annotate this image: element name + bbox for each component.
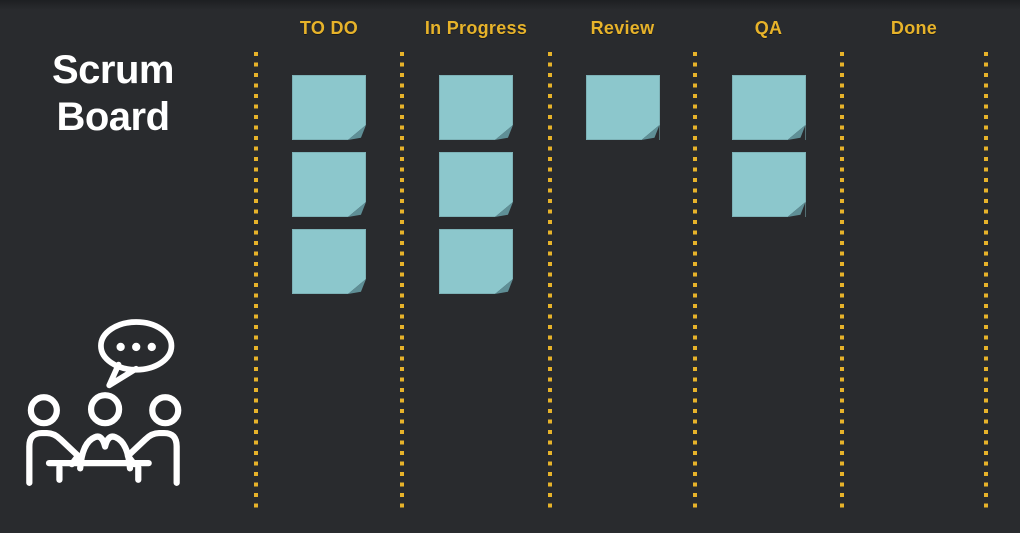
column-separator: [840, 52, 844, 512]
column-done: Done: [842, 0, 986, 533]
column-separator: [548, 52, 552, 512]
column-notes: [585, 75, 660, 140]
sticky-note[interactable]: [585, 75, 660, 140]
bubble-dot: [147, 342, 156, 352]
person-head: [87, 392, 123, 427]
bubble-dot: [132, 342, 141, 352]
sticky-note[interactable]: [292, 152, 366, 217]
column-header-in-progress: In Progress: [424, 18, 528, 38]
column-notes: [439, 75, 513, 294]
team-meeting-icon: [26, 319, 182, 486]
sticky-note[interactable]: [731, 152, 806, 217]
column-separator: [400, 52, 404, 512]
column-separator: [984, 52, 988, 512]
speech-bubble-tail: [106, 361, 140, 389]
column-qa: QA: [695, 0, 842, 533]
column-notes: [292, 75, 366, 294]
sticky-note[interactable]: [439, 152, 513, 217]
column-separator: [693, 52, 697, 512]
column-header-done: Done: [890, 18, 938, 38]
column-notes: [731, 75, 806, 217]
sticky-note[interactable]: [439, 75, 513, 140]
column-to-do: TO DO: [256, 0, 402, 533]
bubble-dot: [116, 342, 125, 352]
sticky-note[interactable]: [292, 75, 366, 140]
column-in-progress: In Progress: [402, 0, 550, 533]
person-body: [26, 429, 82, 486]
column-header-to-do: TO DO: [299, 18, 359, 38]
sticky-note[interactable]: [292, 229, 366, 294]
person-body: [124, 429, 180, 486]
person-body: [77, 433, 134, 472]
column-header-review: Review: [590, 18, 655, 38]
column-header-qa: QA: [754, 18, 783, 38]
sticky-note[interactable]: [731, 75, 806, 140]
sticky-note[interactable]: [439, 229, 513, 294]
column-review: Review: [550, 0, 695, 533]
person-head: [149, 394, 182, 427]
person-head: [27, 394, 60, 427]
column-separator: [254, 52, 258, 512]
page-title: Scrum Board: [52, 47, 175, 139]
